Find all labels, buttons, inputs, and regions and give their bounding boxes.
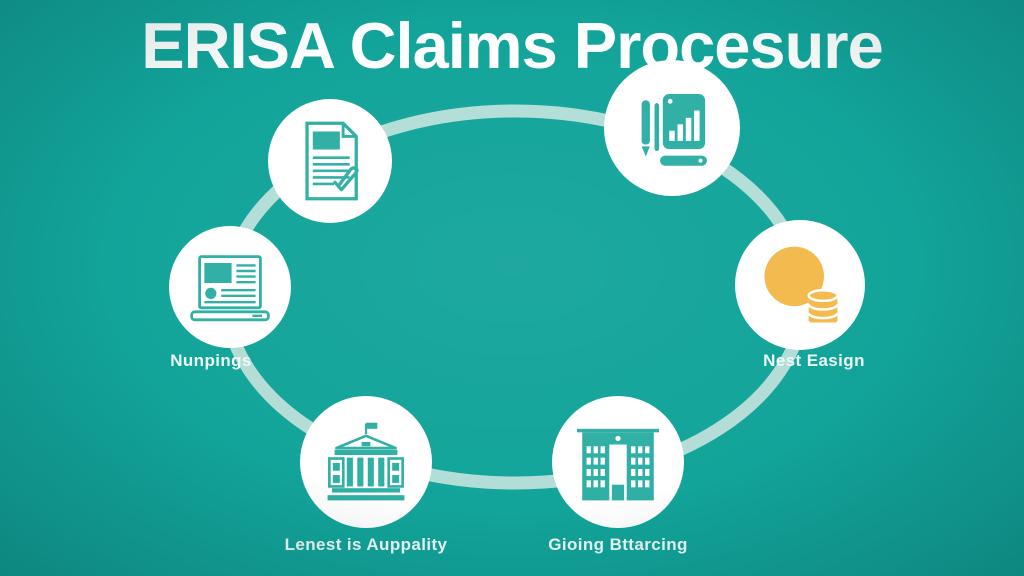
coins-icon	[764, 246, 839, 328]
step-label-building: Gioing Bttarcing	[548, 535, 688, 554]
step-circle-report	[604, 60, 740, 196]
office-building-icon	[576, 428, 660, 501]
step-circle-document	[268, 99, 392, 223]
bank-building-icon	[327, 422, 405, 501]
step-circle-building	[552, 396, 684, 528]
laptop-browser-icon	[190, 255, 270, 322]
step-label-bank: Lenest is Auppality	[284, 535, 448, 554]
step-label-laptop: Nunpings	[170, 351, 252, 370]
document-check-icon	[305, 121, 359, 201]
pen-report-chart-icon	[641, 93, 707, 166]
step-circle-laptop	[169, 226, 291, 348]
page-title: ERISA Claims Procesure	[141, 9, 883, 82]
step-label-coins: Nest Easign	[763, 351, 865, 370]
step-circle-bank	[300, 396, 432, 528]
step-circle-coins	[735, 220, 865, 350]
